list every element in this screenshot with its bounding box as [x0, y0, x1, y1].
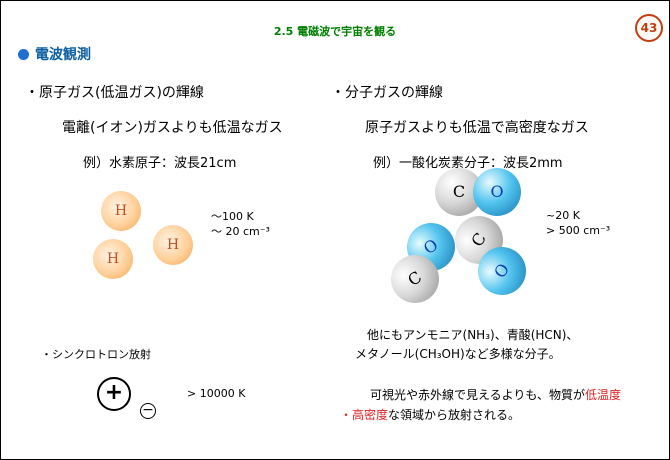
synchrotron-heading: ・シンクロトロン放射: [41, 348, 151, 361]
molecular-gas-heading: ・分子ガスの輝線: [331, 85, 443, 101]
section-title: 電波観測: [18, 44, 91, 64]
co-example: 例）一酸化炭素分子：波長2mm: [373, 156, 563, 171]
hydrogen-atom-3: H: [93, 239, 133, 279]
atomic-gas-subheading: 電離(イオン)ガスよりも低温なガス: [62, 120, 283, 136]
conclusion-line-2: ・高密度な領域から放射される。: [340, 406, 520, 423]
conclusion-emphasis-high-density: ・高密度: [340, 408, 389, 422]
plus-charge-icon: +: [97, 377, 131, 411]
co-molecule-1-oxygen: O: [473, 168, 521, 216]
atomic-gas-heading: ・原子ガス(低温ガス)の輝線: [25, 85, 204, 101]
other-molecules-line-2: メタノール(CH₃OH)など多様な分子。: [355, 347, 561, 361]
molecular-gas-temperature: ~20 K: [546, 209, 580, 222]
conclusion-line-2-text: な領域から放射される。: [388, 408, 521, 422]
conclusion-line-1: 可視光や赤外線で見えるよりも、物質が低温度: [370, 386, 621, 403]
bullet-dot-icon: [18, 49, 29, 60]
hydrogen-atom-1: H: [101, 191, 141, 231]
hydrogen-atom-2: H: [153, 225, 193, 265]
synchrotron-temperature: > 10000 K: [187, 387, 246, 400]
section-title-text: 電波観測: [35, 47, 91, 63]
other-molecules-line-1: 他にもアンモニア(NH₃)、青酸(HCN)、: [367, 328, 579, 342]
hydrogen-example: 例）水素原子：波長21cm: [83, 156, 237, 171]
molecular-gas-subheading: 原子ガスよりも低温で高密度なガス: [365, 120, 589, 136]
conclusion-emphasis-low-temperature: 低温度: [585, 388, 622, 402]
conclusion-line-1-text: 可視光や赤外線で見えるよりも、物質が: [370, 388, 586, 402]
slide-header-title: 2.5 電磁波で宇宙を観る: [273, 25, 397, 38]
atomic-gas-density: ～ 20 cm⁻³: [211, 225, 270, 238]
minus-charge-icon: −: [140, 403, 156, 419]
atomic-gas-temperature: ～100 K: [211, 210, 254, 223]
page-number-badge: 43: [635, 14, 663, 42]
molecular-gas-density: > 500 cm⁻³: [546, 224, 611, 237]
